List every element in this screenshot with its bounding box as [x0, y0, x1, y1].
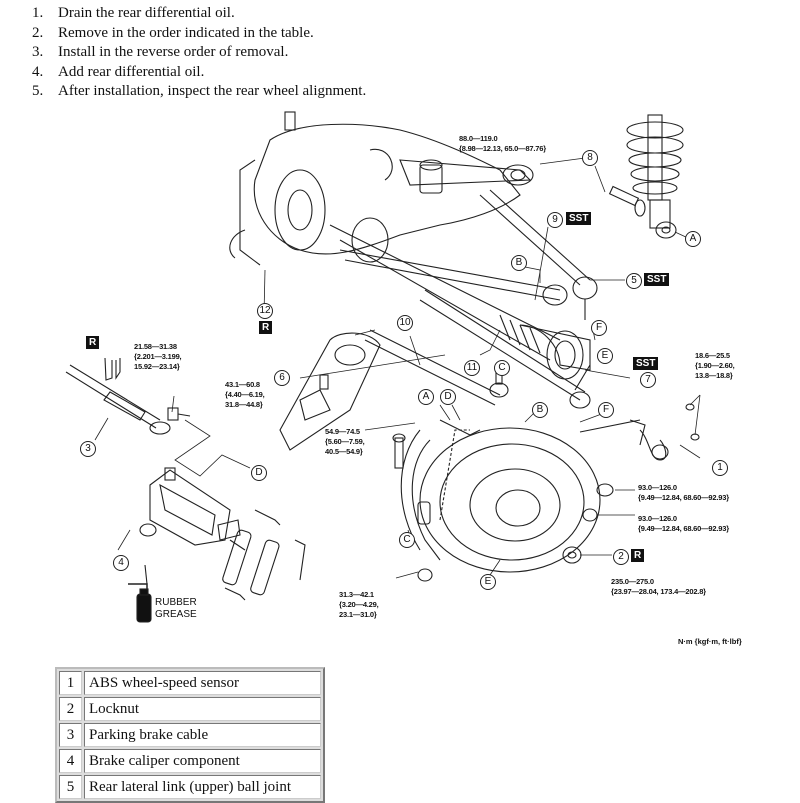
callout-E: E	[597, 348, 613, 364]
torque-spec-bolt-6: 43.1—60.8 {4.40—6.19, 31.8—44.8}	[225, 380, 265, 409]
torque-spec-nut-b: 93.0—126.0 {9.49—12.84, 68.60—92.93}	[638, 514, 729, 533]
callout-12: 12	[257, 303, 273, 319]
part-number: 2	[59, 697, 82, 721]
instruction-step: 3.Install in the reverse order of remova…	[32, 44, 289, 61]
part-description: Locknut	[84, 697, 321, 721]
callout-1: 1	[712, 460, 728, 476]
leader-lines	[94, 157, 701, 579]
callout-2: 2	[613, 549, 629, 565]
instruction-step: 2.Remove in the order indicated in the t…	[32, 24, 314, 41]
coil-spring-shock	[608, 114, 684, 239]
part-number: 5	[59, 775, 82, 799]
torque-spec-lower-bolt: 31.3—42.1 {3.20—4.29, 23.1—31.0}	[339, 590, 379, 619]
callout-C: C	[399, 532, 415, 548]
callout-11: 11	[464, 360, 480, 376]
grease-can-drawing	[128, 564, 152, 623]
callout-D: D	[251, 465, 267, 481]
callout-B: B	[511, 255, 527, 271]
torque-spec-abs-sensor: 18.6—25.5 {1.90—2.60, 13.8—18.8}	[695, 351, 735, 380]
torque-spec-nut-a: 93.0—126.0 {9.49—12.84, 68.60—92.93}	[638, 483, 729, 502]
part-description: Parking brake cable	[84, 723, 321, 747]
callout-3: 3	[80, 441, 96, 457]
callout-D: D	[440, 389, 456, 405]
sst-tag: SST	[633, 357, 659, 370]
part-number: 1	[59, 671, 82, 695]
torque-spec-bolt-8: 88.0—119.0 {8.98—12.13, 65.0—87.76}	[459, 134, 546, 153]
replace-tag: R	[631, 549, 645, 562]
trailing-link	[279, 332, 381, 451]
callout-B: B	[532, 402, 548, 418]
instruction-step: 4.Add rear differential oil.	[32, 63, 205, 80]
rubber-grease-label: RUBBER GREASE	[155, 597, 197, 620]
part-number: 3	[59, 723, 82, 747]
instruction-list: 1.Drain the rear differential oil. 2.Rem…	[32, 4, 366, 102]
torque-spec-knuckle: 54.9—74.5 {5.60—7.59, 40.5—54.9}	[325, 427, 365, 456]
replace-tag: R	[86, 336, 100, 349]
callout-10: 10	[397, 315, 413, 331]
upper-arm	[399, 159, 534, 186]
diagram-line-art	[65, 111, 701, 623]
sst-tag: SST	[566, 212, 592, 225]
part-description: Rear lateral link (upper) ball joint	[84, 775, 321, 799]
callout-F: F	[591, 320, 607, 336]
parking-brake-cable	[65, 357, 191, 435]
callout-6: 6	[274, 370, 290, 386]
lateral-links	[339, 189, 598, 409]
callout-4: 4	[113, 555, 129, 571]
callout-C: C	[494, 360, 510, 376]
torque-units-label: N·m {kgf·m, ft·lbf}	[678, 637, 742, 646]
callout-A: A	[418, 389, 434, 405]
instruction-step: 5.After installation, inspect the rear w…	[32, 83, 367, 100]
sst-tag: SST	[644, 273, 670, 286]
callout-A: A	[685, 231, 701, 247]
suspension-exploded-diagram: 88.0—119.0 {8.98—12.13, 65.0—87.76} 21.5…	[0, 100, 800, 660]
callout-E: E	[480, 574, 496, 590]
instruction-step: 1.Drain the rear differential oil.	[32, 5, 235, 21]
callout-9: 9	[547, 212, 563, 228]
callout-5: 5	[626, 273, 642, 289]
replace-tag: R	[259, 321, 273, 334]
brake-disc-assembly	[392, 419, 601, 573]
callout-7: 7	[640, 372, 656, 388]
part-description: Brake caliper component	[84, 749, 321, 773]
part-description: ABS wheel-speed sensor	[84, 671, 321, 695]
torque-spec-locknut: 235.0—275.0 {23.97—28.04, 173.4—202.8}	[611, 577, 706, 596]
callout-8: 8	[582, 150, 598, 166]
differential-housing	[229, 111, 521, 266]
torque-spec-cable-bolt: 21.58—31.38 {2.201—3.199, 15.92—23.14}	[134, 342, 182, 371]
callout-F: F	[598, 402, 614, 418]
brake-caliper-drawing	[139, 467, 306, 601]
abs-sensor-drawing	[579, 403, 700, 461]
part-number: 4	[59, 749, 82, 773]
